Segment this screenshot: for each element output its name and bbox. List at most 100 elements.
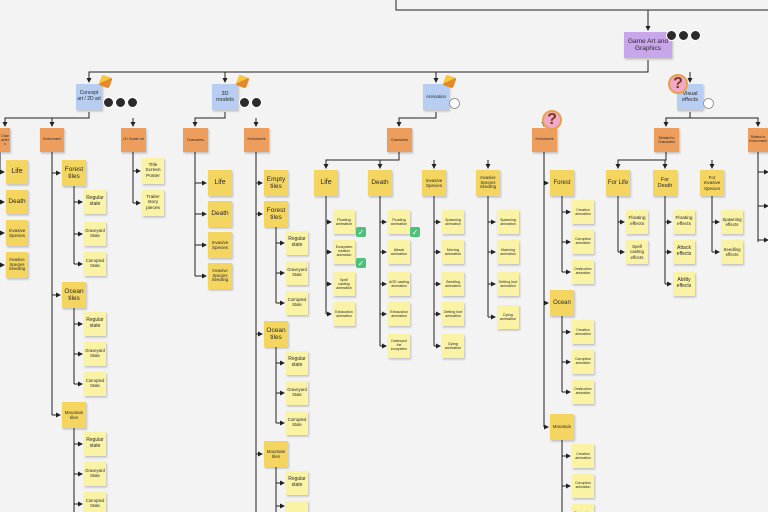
sticky-note-models3d[interactable]: 3D models: [212, 84, 238, 110]
sticky-note-a-o3[interactable]: Destruction animation: [572, 380, 594, 404]
sticky-note-a-env[interactable]: Environment: [532, 128, 557, 152]
sticky-note-c-trailer[interactable]: Trailer story pieces: [142, 190, 164, 216]
sticky-note-c-char[interactable]: Characters: [0, 128, 10, 152]
sticky-note-m-f2[interactable]: Graveyard State: [286, 261, 308, 285]
sticky-note-v-l2[interactable]: Spell casting effects: [626, 240, 648, 264]
sticky-note-a-o2[interactable]: Corruption animation: [572, 350, 594, 374]
sticky-note-m-m2[interactable]: [286, 501, 308, 512]
sticky-note-c-env[interactable]: Environment: [40, 128, 64, 152]
sticky-note-c-title[interactable]: Title Screen Poster: [142, 158, 164, 184]
sticky-note-a-forest[interactable]: Forest: [550, 170, 574, 196]
sticky-note-v-l1[interactable]: Floating effects: [626, 210, 648, 234]
sticky-note-m-m1[interactable]: Regular state: [286, 471, 308, 495]
sticky-note-a-d2[interactable]: Attack animation: [388, 240, 410, 264]
sticky-note-a-o1[interactable]: Creation animation: [572, 320, 594, 344]
sticky-note-a-char[interactable]: Characters: [387, 128, 412, 152]
sticky-note-c-ocean[interactable]: Ocean tiles: [62, 282, 86, 308]
sticky-note-a-i2[interactable]: Moving animation: [442, 240, 464, 264]
sticky-note-a-l4[interactable]: Exhaustion animation: [333, 302, 355, 326]
sticky-note-m-char[interactable]: Characters: [183, 128, 208, 152]
sticky-note-a-i1[interactable]: Spawning animation: [442, 210, 464, 234]
sticky-note-v-d1[interactable]: Floating effects: [673, 210, 695, 234]
sticky-note-m-env[interactable]: Environment: [244, 128, 269, 152]
sticky-note-concept[interactable]: Concept art / 2D art: [76, 84, 102, 110]
sticky-note-m-f1[interactable]: Regular state: [286, 231, 308, 255]
sticky-note-c-life[interactable]: Life: [6, 160, 28, 184]
sticky-note-m-o3[interactable]: Corrupted State: [286, 411, 308, 435]
avatar[interactable]: [115, 97, 126, 108]
sticky-note-c-m3[interactable]: Corrupted State: [84, 492, 106, 512]
avatar[interactable]: [690, 30, 701, 41]
sticky-note-v-char[interactable]: Related to Characters: [654, 128, 679, 152]
sticky-note-a-invs[interactable]: Invasive Species Seedling: [476, 170, 500, 196]
avatar[interactable]: [678, 30, 689, 41]
collaborator-avatars[interactable]: [103, 97, 138, 108]
avatar[interactable]: [666, 30, 677, 41]
sticky-note-c-forest[interactable]: Forest tiles: [62, 160, 86, 186]
sticky-note-a-s2[interactable]: Maturing animation: [497, 240, 519, 264]
collaborator-avatars[interactable]: [239, 97, 262, 108]
sticky-note-c-death[interactable]: Death: [6, 190, 28, 214]
sticky-note-a-m1[interactable]: Creation animation: [572, 444, 594, 468]
sticky-note-a-s1[interactable]: Spawning animation: [497, 210, 519, 234]
sticky-note-a-m3[interactable]: Destruction animation: [572, 504, 594, 512]
sticky-note-a-f3[interactable]: Destruction animation: [572, 260, 594, 284]
sticky-note-c-mount[interactable]: Mountain tiles: [62, 402, 86, 428]
sticky-note-m-inv[interactable]: Invasive Species: [208, 232, 232, 258]
sticky-note-a-d4[interactable]: Exhaustion animation: [388, 302, 410, 326]
sticky-note-m-invs[interactable]: Invasive Species Seedling: [208, 263, 232, 289]
sticky-note-c-m2[interactable]: Graveyard State: [84, 462, 106, 486]
sticky-note-v-env[interactable]: Related to Environment: [748, 128, 768, 152]
sticky-note-a-death[interactable]: Death: [368, 170, 392, 196]
sticky-note-m-o1[interactable]: Regular state: [286, 351, 308, 375]
sticky-note-c-o3[interactable]: Corrupted State: [84, 372, 106, 396]
sticky-note-a-f1[interactable]: Creation animation: [572, 200, 594, 224]
avatar[interactable]: [703, 98, 714, 109]
sticky-note-m-ocean[interactable]: Ocean tiles: [264, 321, 288, 347]
sticky-note-m-o2[interactable]: Graveyard State: [286, 381, 308, 405]
sticky-note-a-i5[interactable]: Dying animation: [442, 334, 464, 358]
sticky-note-a-d3[interactable]: AOE casting animation: [388, 272, 410, 296]
avatar[interactable]: [251, 97, 262, 108]
sticky-note-m-f3[interactable]: Corrupted State: [286, 291, 308, 315]
sticky-note-a-m2[interactable]: Corruption animation: [572, 474, 594, 498]
sticky-note-a-f2[interactable]: Corruption animation: [572, 230, 594, 254]
sticky-note-a-l1[interactable]: Floating animation: [333, 210, 355, 234]
sticky-note-root[interactable]: Game Art and Graphics: [624, 32, 672, 58]
sticky-note-v-life[interactable]: For Life: [606, 170, 630, 196]
sticky-note-a-inv[interactable]: Invasive Species: [422, 170, 446, 196]
sticky-note-a-d1[interactable]: Floating animation: [388, 210, 410, 234]
avatar[interactable]: [127, 97, 138, 108]
sticky-note-m-death[interactable]: Death: [208, 201, 232, 227]
sticky-note-a-i4[interactable]: Getting hurt animation: [442, 302, 464, 326]
sticky-note-a-l3[interactable]: Spell casting animation: [333, 272, 355, 296]
sticky-note-c-f1[interactable]: Regular state: [84, 190, 106, 214]
collaborator-avatars[interactable]: [666, 30, 701, 41]
sticky-note-a-d5[interactable]: Destroyed the ecosystem: [388, 334, 410, 358]
avatar[interactable]: [103, 97, 114, 108]
sticky-note-a-l2[interactable]: Ecosystem creation animation: [333, 240, 355, 264]
sticky-note-c-m1[interactable]: Regular state: [84, 432, 106, 456]
sticky-note-animation[interactable]: Animation: [423, 84, 449, 110]
sticky-note-a-s3[interactable]: Getting hurt animation: [497, 272, 519, 296]
sticky-note-c-f2[interactable]: Graveyard State: [84, 222, 106, 246]
sticky-note-a-s4[interactable]: Dying animation: [497, 305, 519, 329]
sticky-note-v-d3[interactable]: Ability effects: [673, 272, 695, 296]
sticky-note-v-i2[interactable]: Seedling effects: [721, 240, 743, 264]
collaborator-avatars[interactable]: [703, 98, 714, 109]
sticky-note-v-d2[interactable]: Attack effects: [673, 240, 695, 264]
sticky-note-c-f3[interactable]: Corrupted State: [84, 252, 106, 276]
sticky-note-a-life[interactable]: Life: [314, 170, 338, 196]
sticky-note-m-empty[interactable]: Empty tiles: [264, 170, 288, 196]
sticky-note-m-forest[interactable]: Forest tiles: [264, 201, 288, 227]
sticky-note-a-mount[interactable]: Mountain: [550, 414, 574, 440]
sticky-note-v-death[interactable]: For Death: [653, 170, 677, 196]
avatar[interactable]: [239, 97, 250, 108]
sticky-note-m-mount[interactable]: Mountain tiles: [264, 441, 288, 467]
sticky-note-v-i1[interactable]: Spawning effects: [721, 210, 743, 234]
sticky-note-m-life[interactable]: Life: [208, 170, 232, 196]
sticky-note-a-i3[interactable]: Seedling animation: [442, 272, 464, 296]
sticky-note-c-invs[interactable]: Invasive Species Seedling: [6, 252, 28, 278]
avatar[interactable]: [449, 98, 460, 109]
